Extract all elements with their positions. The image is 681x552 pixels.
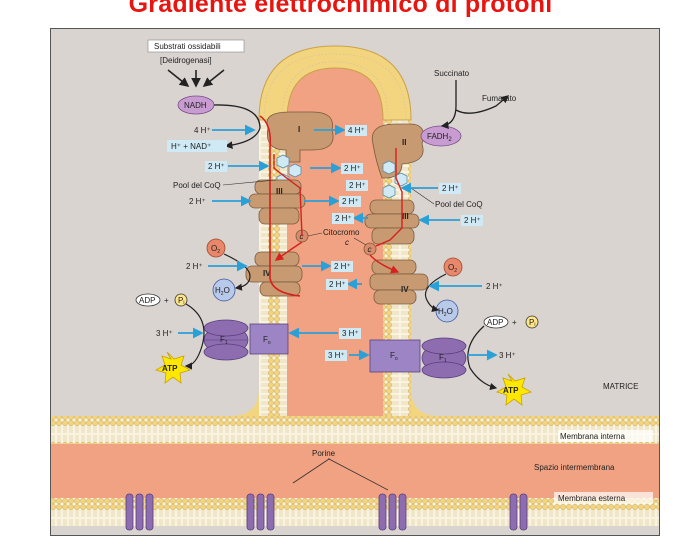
- proton-label: 2 H⁺: [208, 162, 225, 171]
- complex-ii-label: II: [402, 138, 406, 147]
- spazio-intermembrana-label: Spazio intermembrana: [534, 463, 615, 472]
- substrati-label: Substrati ossidabili: [154, 42, 221, 51]
- proton-label: 3 H⁺: [342, 329, 359, 338]
- svg-text:Fo: Fo: [263, 335, 271, 346]
- atp-synthase-right: [369, 337, 467, 379]
- svg-text:Pi: Pi: [178, 296, 184, 306]
- complex-i: [266, 111, 334, 163]
- svg-text:Pi: Pi: [529, 318, 535, 328]
- complex-iii-right-label: III: [402, 212, 409, 221]
- adp-left: [135, 293, 161, 307]
- proton-label: 2 H⁺: [189, 197, 206, 206]
- proton-label: 2 H⁺: [186, 262, 203, 271]
- svg-text:ADP: ADP: [487, 318, 503, 327]
- proton-label: 2 H⁺: [344, 164, 361, 173]
- proton-label: 4 H⁺: [348, 126, 365, 135]
- pi-right: [525, 315, 539, 329]
- svg-text:+: +: [164, 296, 169, 305]
- svg-text:O2: O2: [211, 244, 220, 255]
- proton-label: 3 H⁺: [156, 329, 173, 338]
- porin-channels: [125, 493, 528, 531]
- proton-label: 2 H⁺: [335, 214, 352, 223]
- svg-text:F1: F1: [220, 335, 228, 346]
- electron-path: [259, 115, 301, 297]
- proton-label: 2 H⁺: [342, 197, 359, 206]
- svg-text:Fo: Fo: [390, 351, 398, 362]
- h-nad-label: H⁺ + NAD⁺: [171, 142, 211, 151]
- svg-text:FADH2: FADH2: [427, 132, 452, 143]
- nadh-label: NADH: [184, 101, 207, 110]
- complex-iii-left-label: III: [276, 187, 283, 196]
- proton-label: 4 H⁺: [194, 126, 211, 135]
- matrice-label: MATRICE: [603, 382, 638, 391]
- svg-text:ADP: ADP: [139, 296, 155, 305]
- svg-text:O2: O2: [448, 263, 457, 274]
- proton-label: 3 H⁺: [328, 351, 345, 360]
- page-title: Gradiente elettrochimico di protoni: [128, 0, 553, 18]
- complex-iv-left-label: IV: [263, 269, 271, 278]
- pool-coq-left-label: Pool del CoQ: [173, 181, 221, 190]
- proton-label: 2 H⁺: [329, 280, 346, 289]
- porine-label: Porine: [312, 449, 336, 458]
- mitochondria-diagram: Porine Membrana interna Spazio intermemb…: [50, 28, 660, 536]
- complex-iv-right-label: IV: [401, 285, 409, 294]
- svg-text:ATP: ATP: [503, 386, 519, 395]
- svg-text:c: c: [368, 245, 372, 254]
- proton-label: 2 H⁺: [464, 216, 481, 225]
- inner-membrane: [51, 416, 659, 444]
- svg-text:H2O: H2O: [438, 307, 453, 318]
- citocromo-label: Citocromo: [323, 228, 360, 237]
- complex-iv-right: [369, 259, 429, 305]
- intermembrane-space: [51, 444, 659, 498]
- o2-left: [206, 238, 226, 258]
- pi-left: [174, 293, 188, 307]
- coq-molecules: [276, 154, 408, 199]
- adp-right: [483, 315, 509, 329]
- atp-star-right: [495, 373, 533, 406]
- pool-coq-right-label: Pool del CoQ: [435, 200, 483, 209]
- o2-right: [443, 257, 463, 277]
- proton-label: 2 H⁺: [442, 184, 459, 193]
- proton-label: 3 H⁺: [499, 351, 516, 360]
- proton-arrows: [178, 124, 498, 361]
- svg-text:c: c: [300, 232, 304, 241]
- succinato-label: Succinato: [434, 69, 470, 78]
- complex-i-label: I: [298, 125, 300, 134]
- fumarato-label: Fumarato: [482, 94, 517, 103]
- fadh2-label: FADH: [427, 132, 449, 141]
- svg-text:H2O: H2O: [215, 286, 230, 297]
- membrana-interna-label: Membrana interna: [560, 432, 625, 441]
- membrana-esterna-label: Membrana esterna: [558, 494, 626, 503]
- svg-text:+: +: [512, 318, 517, 327]
- citocromo-c-label: c: [345, 238, 349, 247]
- crista-membrane-top: [258, 45, 412, 121]
- complex-iv-left: [245, 251, 303, 297]
- substrati-box: [147, 39, 245, 53]
- proton-label: 2 H⁺: [486, 282, 503, 291]
- proton-label: 2 H⁺: [349, 181, 366, 190]
- proton-label: 2 H⁺: [334, 262, 351, 271]
- complex-iii-left: [248, 179, 306, 225]
- svg-text:F1: F1: [439, 353, 447, 364]
- atp-star-left: [154, 351, 192, 384]
- deidrogenasi-label: [Deidrogenasi]: [160, 56, 212, 65]
- svg-text:ATP: ATP: [162, 364, 178, 373]
- atp-synthase-left: [203, 319, 289, 361]
